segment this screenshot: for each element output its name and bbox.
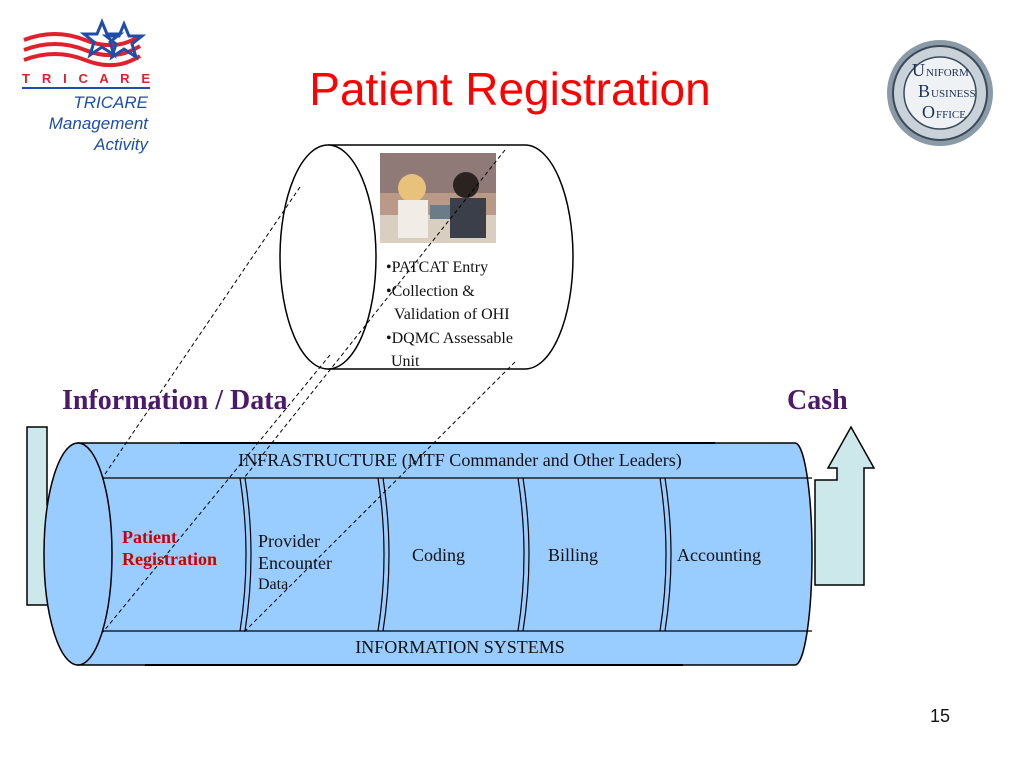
stage-line: Registration — [122, 549, 217, 569]
zoom-projection-lines — [102, 149, 516, 633]
bullet-item: •PATCAT Entry — [386, 259, 489, 276]
stage-line: Billing — [548, 545, 599, 565]
input-label: Information / Data — [62, 385, 288, 416]
stage-billing: Billing — [548, 544, 598, 566]
svg-text:U: U — [912, 60, 925, 80]
uniform-business-office-seal-icon: U NIFORM B USINESS O FFICE — [887, 40, 993, 146]
detail-bullet-list: •PATCAT Entry •Collection & Validation o… — [386, 256, 513, 374]
page-number: 15 — [930, 706, 951, 726]
bullet-item: •Collection & — [386, 282, 475, 300]
stage-provider-encounter: Provider Encounter Data — [258, 530, 332, 596]
bullet-item: Unit — [391, 353, 420, 370]
stage-line: Coding — [412, 545, 466, 565]
svg-text:USINESS: USINESS — [931, 88, 976, 100]
tricare-org-name: TRICARE Management Activity — [20, 92, 148, 155]
svg-text:O: O — [922, 102, 935, 122]
information-systems-band-label: INFORMATION SYSTEMS — [355, 637, 565, 657]
stage-accounting: Accounting — [677, 544, 761, 566]
stage-line: Patient — [122, 527, 177, 547]
org-line: Activity — [94, 135, 148, 154]
svg-text:FFICE: FFICE — [936, 109, 966, 121]
bullet-item: •DQMC Assessable — [386, 329, 513, 347]
stage-line: Accounting — [677, 545, 761, 565]
process-cylinder — [43, 442, 813, 666]
output-label: Cash — [787, 385, 848, 416]
page-title: Patient Registration — [309, 63, 711, 115]
stage-line: Data — [258, 576, 289, 593]
stage-line: Encounter — [258, 553, 332, 573]
tricare-logo — [22, 18, 150, 89]
tricare-wordmark: T R I C A R E — [22, 71, 150, 86]
staff-at-desk-photo-icon — [380, 153, 496, 243]
svg-text:B: B — [918, 81, 930, 101]
stage-line: Provider — [258, 531, 320, 551]
svg-text:NIFORM: NIFORM — [926, 67, 969, 79]
stage-coding: Coding — [412, 544, 465, 566]
stage-patient-registration: Patient Registration — [122, 526, 217, 570]
org-line: TRICARE — [73, 93, 148, 112]
infrastructure-band-label: INFRASTRUCTURE (MTF Commander and Other … — [238, 450, 682, 470]
bullet-item: Validation of OHI — [394, 306, 510, 323]
output-arrow — [814, 425, 876, 586]
org-line: Management — [48, 114, 148, 133]
